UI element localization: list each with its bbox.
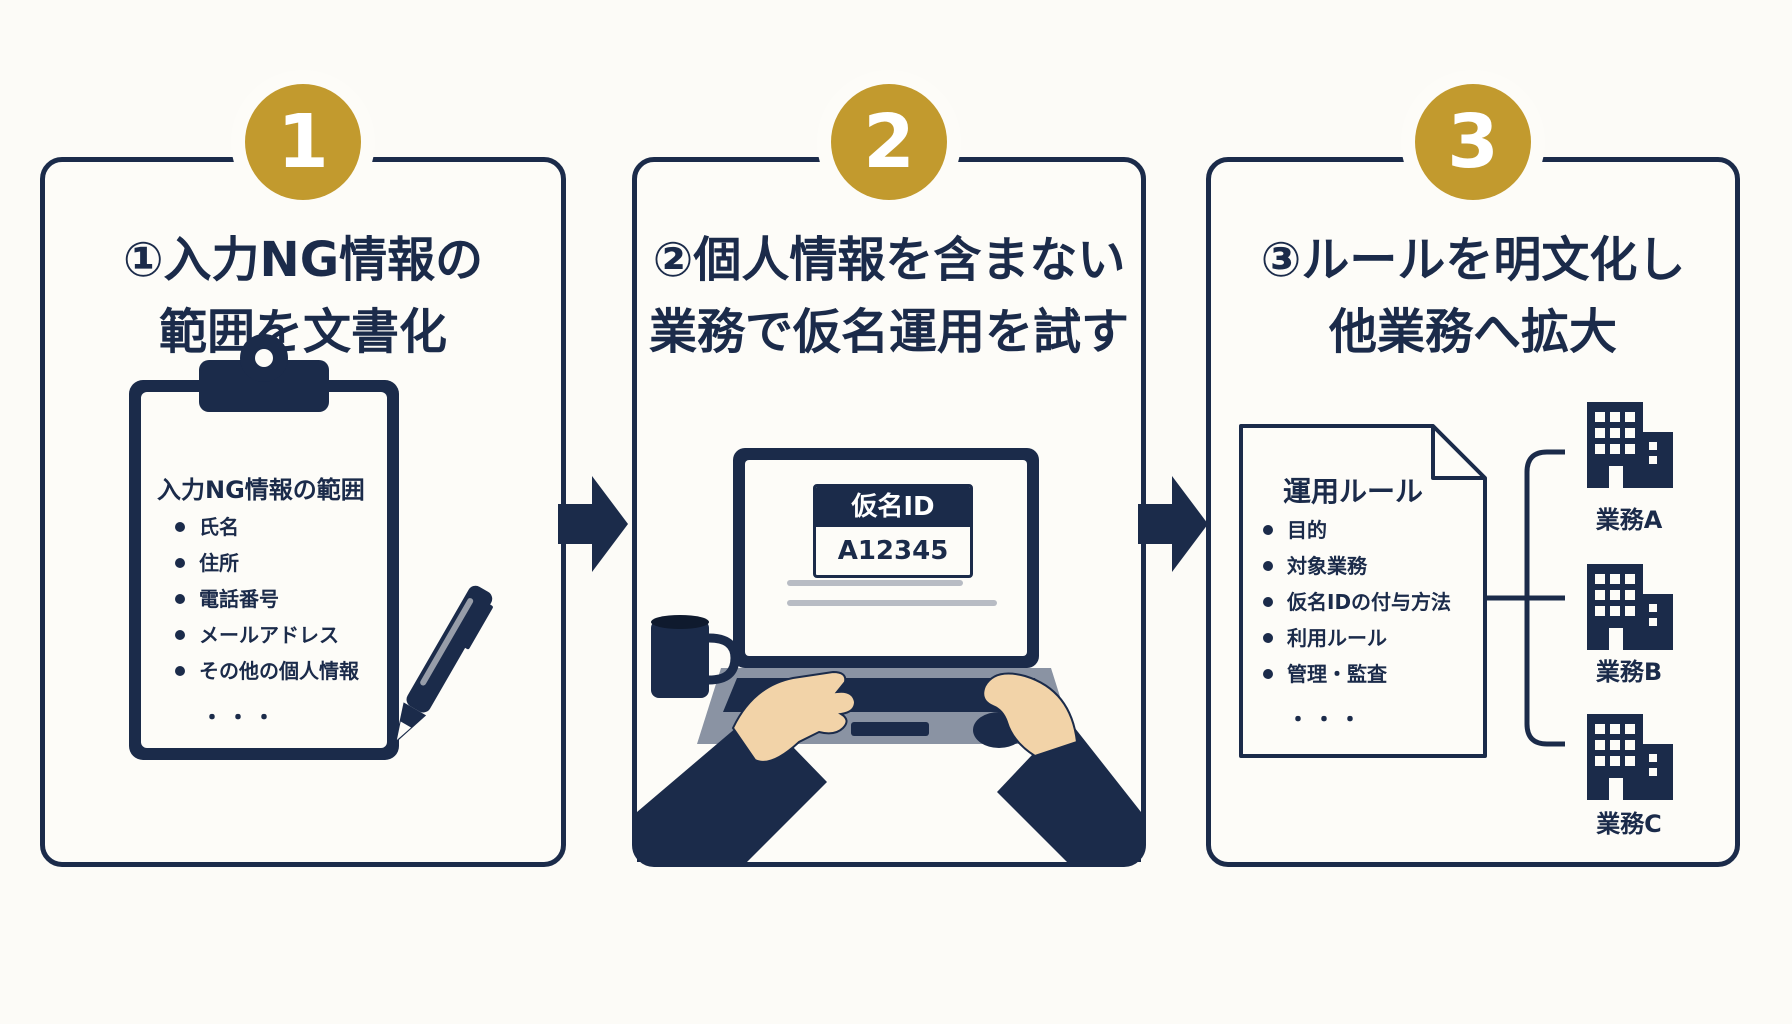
building-icon: [1587, 564, 1673, 650]
step-2-title-line2: 業務で仮名運用を試す: [648, 304, 1129, 360]
step-1-title-line2: 範囲を文書化: [158, 304, 447, 360]
clipboard-heading: 入力NG情報の範囲: [157, 476, 365, 504]
mug-icon: [651, 615, 740, 698]
building-icon: [1587, 714, 1673, 800]
pen-icon: [394, 585, 493, 744]
step-3-title: ③ルールを明文化し 他業務へ拡大: [1221, 224, 1725, 368]
branch-label-a: 業務A: [1595, 506, 1663, 534]
step-1-panel: 1 ①入力NG情報の 範囲を文書化 入力NG情報の範囲 氏名 住所 電話番号 メ…: [40, 84, 566, 867]
arrow-right-icon: [558, 476, 628, 572]
list-item: 対象業務: [1263, 548, 1451, 584]
list-item: 電話番号: [175, 581, 359, 617]
step-3-title-line1: ③ルールを明文化し: [1260, 232, 1686, 288]
step-2-panel: 2 ②個人情報を含まない 業務で仮名運用を試す 仮名ID: [632, 84, 1146, 867]
list-item: 仮名IDの付与方法: [1263, 584, 1451, 620]
rule-ellipsis: ・・・: [1287, 708, 1366, 733]
step-3-panel: 3 ③ルールを明文化し 他業務へ拡大 運用ルール 目的 対象業務 仮名IDの付与…: [1206, 84, 1740, 867]
step-1-badge: 1: [245, 84, 361, 200]
step-2-title-line1: ②個人情報を含まない: [652, 232, 1126, 288]
hands-icon: [637, 670, 1141, 862]
rule-list: 目的 対象業務 仮名IDの付与方法 利用ルール 管理・監査: [1263, 512, 1451, 692]
branch-label-c: 業務C: [1596, 810, 1662, 838]
pseudonym-id-value: A12345: [837, 536, 949, 566]
clipboard-list: 氏名 住所 電話番号 メールアドレス その他の個人情報: [175, 509, 359, 689]
pseudonym-id-label: 仮名ID: [816, 487, 970, 527]
arrow-right-icon: [1138, 476, 1208, 572]
step-3-badge: 3: [1415, 84, 1531, 200]
step-2-badge: 2: [831, 84, 947, 200]
list-item: 利用ルール: [1263, 620, 1451, 656]
pseudonym-id-card: 仮名ID A12345: [813, 484, 973, 578]
branch-label-b: 業務B: [1595, 658, 1663, 686]
list-item: 氏名: [175, 509, 359, 545]
list-item: メールアドレス: [175, 617, 359, 653]
step-1-title-line1: ①入力NG情報の: [122, 232, 484, 288]
list-item: 住所: [175, 545, 359, 581]
clipboard-ellipsis: ・・・: [201, 706, 280, 731]
step-1-title: ①入力NG情報の 範囲を文書化: [55, 224, 551, 368]
step-2-title: ②個人情報を含まない 業務で仮名運用を試す: [647, 224, 1131, 368]
document-heading: 運用ルール: [1283, 475, 1424, 508]
list-item: 目的: [1263, 512, 1451, 548]
list-item: その他の個人情報: [175, 653, 359, 689]
building-icon: [1587, 402, 1673, 488]
step-3-title-line2: 他業務へ拡大: [1328, 304, 1617, 360]
branch-connector: [1487, 449, 1565, 747]
list-item: 管理・監査: [1263, 656, 1451, 692]
